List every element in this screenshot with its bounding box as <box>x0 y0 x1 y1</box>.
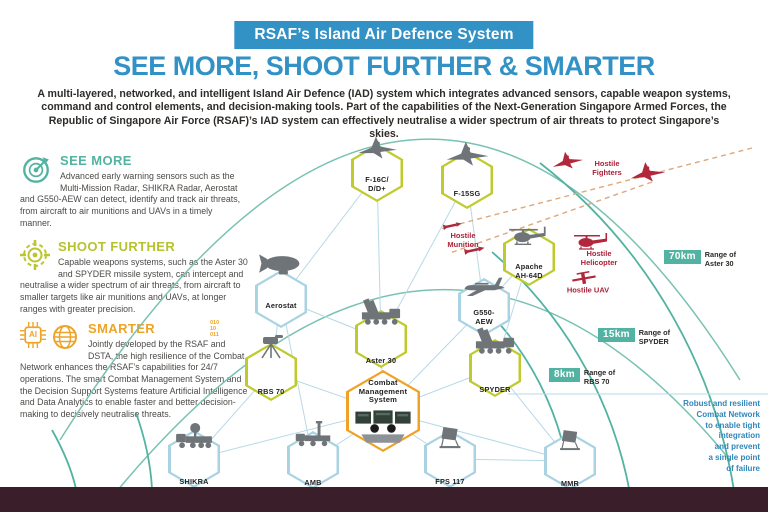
page-title: SEE MORE, SHOOT FURTHER & SMARTER <box>113 51 655 81</box>
section-body: Advanced early warning sensors such as t… <box>20 171 241 228</box>
section-body: Jointly developed by the RSAF and DSTA, … <box>20 339 248 419</box>
helicopter-icon <box>507 221 551 250</box>
node-label: SHIKRA <box>179 476 209 486</box>
node-f15: F-15SG <box>441 151 493 209</box>
node-apache: Apache AH-64D <box>503 228 555 286</box>
range-value: 15km <box>598 328 635 342</box>
range-badge-8km: 8km Range of RBS 70 <box>549 368 615 387</box>
range-arc-small-left2 <box>135 412 153 490</box>
aew-plane-icon <box>461 273 507 303</box>
aerostat-blimp-icon <box>258 252 304 282</box>
node-g550: G550- AEW <box>458 278 510 336</box>
coverage-dome-arc-inner <box>99 288 731 512</box>
ai-chip-icon: AI <box>20 322 46 348</box>
range-caption: Range of RBS 70 <box>583 368 616 386</box>
range-badge-15km: 15km Range of SPYDER <box>598 328 670 347</box>
node-cms: Combat Management System <box>346 370 420 452</box>
range-badge-70km: 70km Range of Aster 30 <box>664 250 736 269</box>
hostile-jet-icon <box>626 156 668 185</box>
node-aerostat: Aerostat <box>255 270 307 328</box>
coverage-dome-arc-outer <box>59 138 741 441</box>
radar-panel-icon <box>552 428 588 452</box>
intro-paragraph: A multi-layered, networked, and intellig… <box>37 88 731 141</box>
hostile-fighters-label: Hostile Fighters <box>592 159 622 177</box>
node-label: F-15SG <box>453 188 481 198</box>
missile-truck-icon <box>471 327 519 358</box>
fighter-jet-icon <box>355 132 399 161</box>
range-arc-70km <box>539 162 738 512</box>
binary-digits: 010 10 011 <box>210 320 220 339</box>
mast-truck-icon <box>290 421 336 451</box>
node-shikra: SHIKRA <box>168 430 220 488</box>
node-aster30: Aster 30 <box>355 310 407 368</box>
range-arc-small-left <box>51 429 77 490</box>
section-see-more: SEE MORE Advanced early warning sensors … <box>20 152 244 229</box>
missile-truck-icon <box>357 298 405 329</box>
radar-panel-icon <box>431 425 469 450</box>
node-label: Combat Management System <box>358 378 408 405</box>
command-console-icon <box>354 408 412 444</box>
tripod-launcher-icon <box>251 334 291 360</box>
node-amb: AMB <box>287 431 339 489</box>
section-smarter: AI SMARTER Jointly developed by the RSAF… <box>20 320 250 420</box>
ai-chip-label: AI <box>29 330 37 339</box>
node-f16: F-16C/ D/D+ <box>351 144 403 202</box>
hostile-uav-label: Hostile UAV <box>566 285 610 295</box>
section-shoot-further: SHOOT FURTHER Capable weapons systems, s… <box>20 238 250 315</box>
section-title: SMARTER <box>88 321 156 336</box>
section-title: SHOOT FURTHER <box>58 239 176 254</box>
node-rbs70: RBS 70 <box>245 343 297 401</box>
hostile-helicopter-label: Hostile Helicopter <box>580 249 618 267</box>
title-banner: RSAF’s Island Air Defence System <box>234 21 534 49</box>
section-title: SEE MORE <box>60 153 132 168</box>
range-caption: Range of SPYDER <box>638 328 670 346</box>
node-label: FPS 117 <box>435 476 465 486</box>
node-label: F-16C/ D/D+ <box>365 175 389 193</box>
hostile-munition-label: Hostile Munition <box>447 231 479 249</box>
bottom-bar <box>0 487 768 512</box>
node-label: AMB <box>304 477 322 487</box>
node-label: MMR <box>560 478 580 488</box>
radar-truck-icon <box>170 422 218 453</box>
combat-network-note: Robust and resilient Combat Network to e… <box>683 399 760 473</box>
node-spyder: SPYDER <box>469 339 521 397</box>
node-fps117: FPS 117 <box>424 430 476 488</box>
node-label: RBS 70 <box>257 386 285 396</box>
node-mmr: MMR <box>544 432 596 490</box>
node-label: Aerostat <box>265 300 297 310</box>
node-label: Aster 30 <box>365 355 397 365</box>
node-label: SPYDER <box>479 384 511 394</box>
range-value: 8km <box>549 368 580 382</box>
section-body: Capable weapons systems, such as the Ast… <box>20 257 248 314</box>
node-label: G550- AEW <box>473 308 495 326</box>
node-label: Apache AH-64D <box>515 262 543 280</box>
range-value: 70km <box>664 250 701 264</box>
range-caption: Range of Aster 30 <box>704 250 736 268</box>
fighter-jet-icon <box>443 137 491 168</box>
